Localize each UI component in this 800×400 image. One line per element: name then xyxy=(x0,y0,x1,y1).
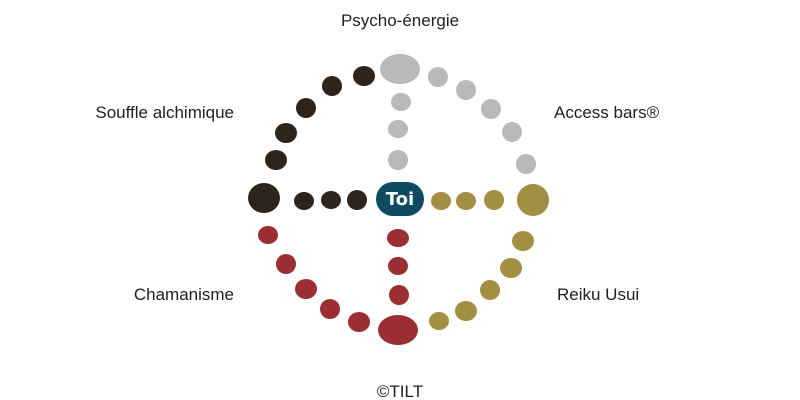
dot-olive xyxy=(500,258,522,278)
dot-grey xyxy=(428,67,448,87)
dot-grey xyxy=(502,122,522,142)
dot-group xyxy=(248,54,549,345)
dot-olive-spoke xyxy=(431,192,451,210)
dot-olive xyxy=(480,280,500,300)
dot-bottom-big xyxy=(378,315,418,345)
label-upper-left: Souffle alchimique xyxy=(95,103,234,122)
dot-red xyxy=(320,299,340,319)
dot-grey xyxy=(481,99,501,119)
dot-grey-spoke xyxy=(388,120,408,138)
dot-dark-spoke xyxy=(321,191,341,209)
dot-olive-spoke xyxy=(484,190,504,210)
dot-grey xyxy=(456,80,476,100)
dot-dark xyxy=(296,98,316,118)
dot-red-spoke xyxy=(389,285,409,305)
dot-olive-big xyxy=(517,184,549,216)
label-lower-left: Chamanisme xyxy=(134,285,234,304)
dot-dark xyxy=(265,150,287,170)
dot-red xyxy=(258,226,278,244)
label-top: Psycho-énergie xyxy=(341,11,459,30)
dot-red xyxy=(295,279,317,299)
label-upper-right: Access bars® xyxy=(554,103,660,122)
dot-top-big xyxy=(380,54,420,84)
label-footer: ©TILT xyxy=(377,382,423,400)
dot-red xyxy=(276,254,296,274)
dot-dark-spoke xyxy=(294,192,314,210)
dot-dark xyxy=(275,123,297,143)
dot-dark-big xyxy=(248,183,280,213)
dot-olive-spoke xyxy=(456,192,476,210)
dot-grey-spoke xyxy=(388,150,408,170)
dot-red-spoke xyxy=(387,229,409,247)
dot-red-spoke xyxy=(388,257,408,275)
label-lower-right: Reiku Usui xyxy=(557,285,639,304)
center-label: Toi xyxy=(386,189,414,210)
dot-olive xyxy=(429,312,449,330)
dot-dark xyxy=(353,66,375,86)
dot-grey-spoke xyxy=(391,93,411,111)
dot-olive xyxy=(455,301,477,321)
dot-grey xyxy=(516,154,536,174)
center-badge xyxy=(376,182,424,216)
dot-olive xyxy=(512,231,534,251)
dot-red xyxy=(348,312,370,332)
dot-dark-spoke xyxy=(347,190,367,210)
dot-dark xyxy=(322,76,342,96)
center-node: Toi xyxy=(376,182,424,216)
